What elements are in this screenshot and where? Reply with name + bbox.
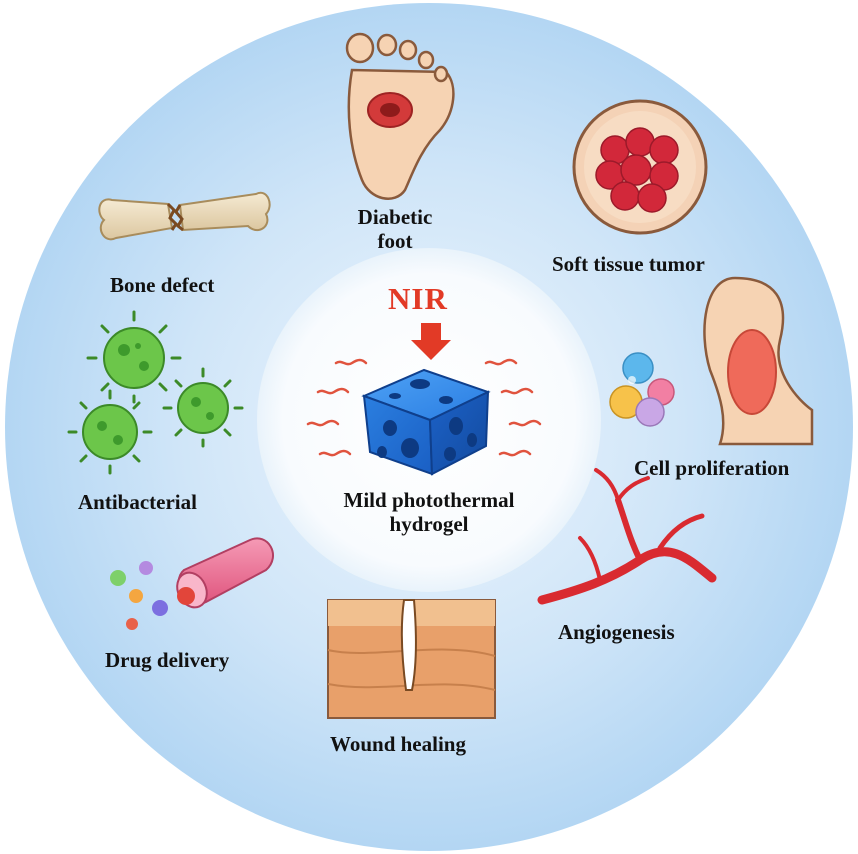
drug-delivery-icon xyxy=(110,537,274,630)
soft-tissue-tumor-label: Soft tissue tumor xyxy=(552,252,705,276)
center-label: Mild photothermal hydrogel xyxy=(313,488,545,536)
diabetic-foot-icon xyxy=(345,32,455,200)
wound-healing-label: Wound healing xyxy=(330,732,466,756)
diabetic-foot-label: Diabetic foot xyxy=(340,205,450,253)
angiogenesis-label: Angiogenesis xyxy=(558,620,675,644)
cell-proliferation-icon xyxy=(609,276,814,446)
antibacterial-label: Antibacterial xyxy=(78,490,197,514)
cell-proliferation-label: Cell proliferation xyxy=(634,456,790,480)
nir-label: NIR xyxy=(388,281,448,316)
center-label-line2: hydrogel xyxy=(389,512,469,536)
drug-delivery-label: Drug delivery xyxy=(105,648,230,672)
nir-arrow-icon xyxy=(411,323,451,360)
diabetic-foot-label-line2: foot xyxy=(377,229,413,253)
angiogenesis-icon xyxy=(537,468,717,605)
bacteria-icon xyxy=(67,310,244,475)
bone-defect-label: Bone defect xyxy=(110,273,215,297)
heat-wave-icon xyxy=(306,358,542,457)
hydrogel-cube-icon xyxy=(361,368,491,476)
diabetic-foot-label-line1: Diabetic xyxy=(357,205,433,229)
wound-healing-icon xyxy=(327,599,496,719)
soft-tissue-tumor-icon xyxy=(572,99,708,235)
center-label-line1: Mild photothermal xyxy=(343,488,515,512)
bone-defect-icon xyxy=(98,191,271,241)
